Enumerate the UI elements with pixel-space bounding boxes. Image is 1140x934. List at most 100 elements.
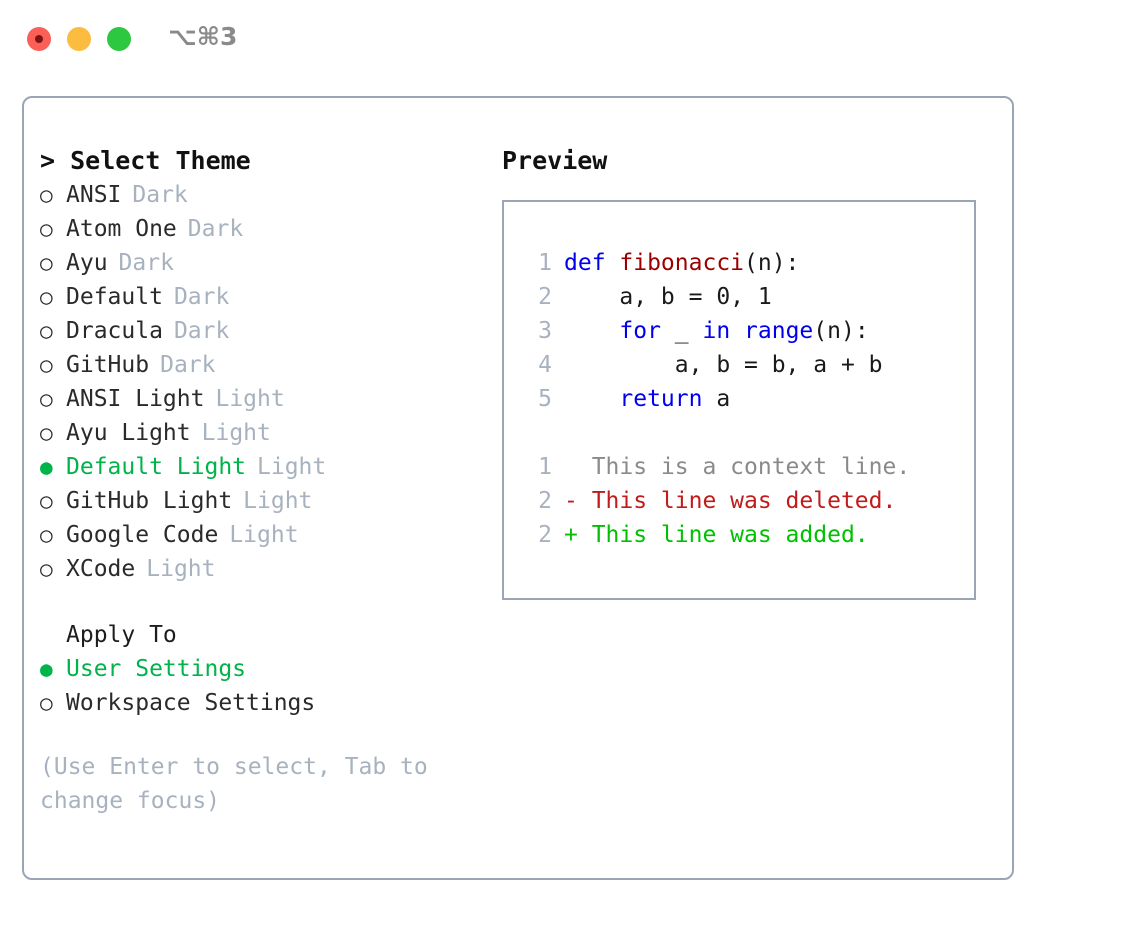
line-number: 1	[538, 250, 552, 276]
code-text: for _ in range(n):	[564, 314, 868, 348]
radio-unselected-icon: ○	[40, 353, 53, 377]
token-plain: a, b = b, a + b	[564, 352, 883, 378]
theme-option-ansi-light[interactable]: ○ ANSI Light Light	[40, 382, 490, 416]
code-line: 4 a, b = b, a + b	[520, 348, 966, 382]
theme-name: Atom One	[66, 216, 177, 242]
token-kw: for	[619, 318, 661, 344]
token-plain: (n):	[744, 250, 800, 276]
radio-unselected-icon: ○	[40, 251, 53, 275]
theme-category: Dark	[173, 284, 230, 310]
theme-option-default[interactable]: ○ Default Dark	[40, 280, 490, 314]
diff-line-add: 2 + This line was added.	[520, 518, 966, 552]
apply-to-list[interactable]: ● User Settings ○ Workspace Settings	[40, 652, 490, 720]
diff-sample: 1 This is a context line.2- This line wa…	[520, 450, 966, 552]
code-text: return a	[564, 382, 730, 416]
theme-category: Dark	[132, 182, 188, 208]
radio-unselected-icon: ○	[40, 319, 53, 343]
line-number: 3	[538, 318, 552, 344]
theme-name: ANSI	[66, 182, 122, 208]
token-plain: a, b = 0, 1	[564, 284, 772, 310]
theme-category: Light	[215, 386, 285, 412]
token-plain: _	[660, 318, 703, 344]
token-kw: range	[744, 318, 814, 344]
theme-option-ayu[interactable]: ○ Ayu Dark	[40, 246, 490, 280]
token-plain	[564, 318, 619, 344]
theme-category: Dark	[187, 216, 244, 242]
line-number: 2	[538, 522, 552, 548]
code-line: 5 return a	[520, 382, 966, 416]
token-fn: fibonacci	[619, 250, 745, 276]
radio-unselected-icon: ○	[40, 285, 53, 309]
apply-to-label: Workspace Settings	[66, 690, 316, 716]
traffic-lights	[27, 27, 131, 51]
keyboard-shortcut-label: ⌥⌘3	[168, 22, 238, 51]
code-line: 2 a, b = 0, 1	[520, 280, 966, 314]
maximize-button[interactable]	[107, 27, 131, 51]
select-theme-header: > Select Theme	[40, 146, 251, 175]
minimize-button[interactable]	[67, 27, 91, 51]
token-plain	[730, 318, 744, 344]
theme-name: XCode	[66, 556, 136, 582]
apply-to-option-user-settings[interactable]: ● User Settings	[40, 652, 490, 686]
theme-name: Google Code	[66, 522, 219, 548]
radio-unselected-icon: ○	[40, 217, 53, 241]
token-kw: in	[702, 318, 731, 344]
theme-option-google-code[interactable]: ○ Google Code Light	[40, 518, 490, 552]
theme-option-atom-one[interactable]: ○ Atom One Dark	[40, 212, 490, 246]
theme-option-ansi[interactable]: ○ ANSI Dark	[40, 178, 490, 212]
line-number: 2	[538, 488, 552, 514]
theme-category: Light	[243, 488, 313, 514]
theme-category: Dark	[173, 318, 230, 344]
theme-category: Light	[229, 522, 299, 548]
theme-name: ANSI Light	[66, 386, 205, 412]
radio-unselected-icon: ○	[40, 557, 53, 581]
radio-unselected-icon: ○	[40, 421, 53, 445]
token-plain	[564, 386, 619, 412]
theme-name: Ayu	[66, 250, 108, 276]
line-number: 4	[538, 352, 552, 378]
spacer	[520, 416, 966, 450]
theme-name: GitHub	[66, 352, 150, 378]
apply-to-section: Apply To ● User Settings ○ Workspace Settin…	[40, 618, 490, 720]
code-line: 3 for _ in range(n):	[520, 314, 966, 348]
token-kw: return	[619, 386, 703, 412]
theme-name: Ayu Light	[66, 420, 191, 446]
diff-line-del: 2- This line was deleted.	[520, 484, 966, 518]
diff-line-ctx: 1 This is a context line.	[520, 450, 966, 484]
preview-title: Preview	[502, 146, 608, 175]
line-number: 2	[538, 284, 552, 310]
radio-unselected-icon: ○	[40, 523, 53, 547]
radio-unselected-icon: ○	[40, 691, 53, 715]
diff-text: This is a context line.	[564, 454, 911, 480]
theme-name: Default Light	[66, 454, 247, 480]
theme-name: GitHub Light	[66, 488, 233, 514]
close-button[interactable]	[27, 27, 51, 51]
line-number: 5	[538, 386, 552, 412]
radio-unselected-icon: ○	[40, 387, 53, 411]
theme-category: Dark	[118, 250, 174, 276]
apply-to-label: User Settings	[66, 656, 247, 682]
radio-unselected-icon: ○	[40, 183, 53, 207]
theme-name: Default	[66, 284, 163, 310]
keyboard-hint-text: (Use Enter to select, Tab to change focu…	[40, 754, 428, 814]
radio-selected-icon: ●	[40, 657, 53, 681]
apply-to-title: Apply To	[66, 622, 177, 648]
token-plain: a	[702, 386, 731, 412]
apply-to-option-workspace-settings[interactable]: ○ Workspace Settings	[40, 686, 490, 720]
diff-text: + This line was added.	[564, 522, 869, 548]
title-bar: ⌥⌘3	[0, 0, 1140, 76]
